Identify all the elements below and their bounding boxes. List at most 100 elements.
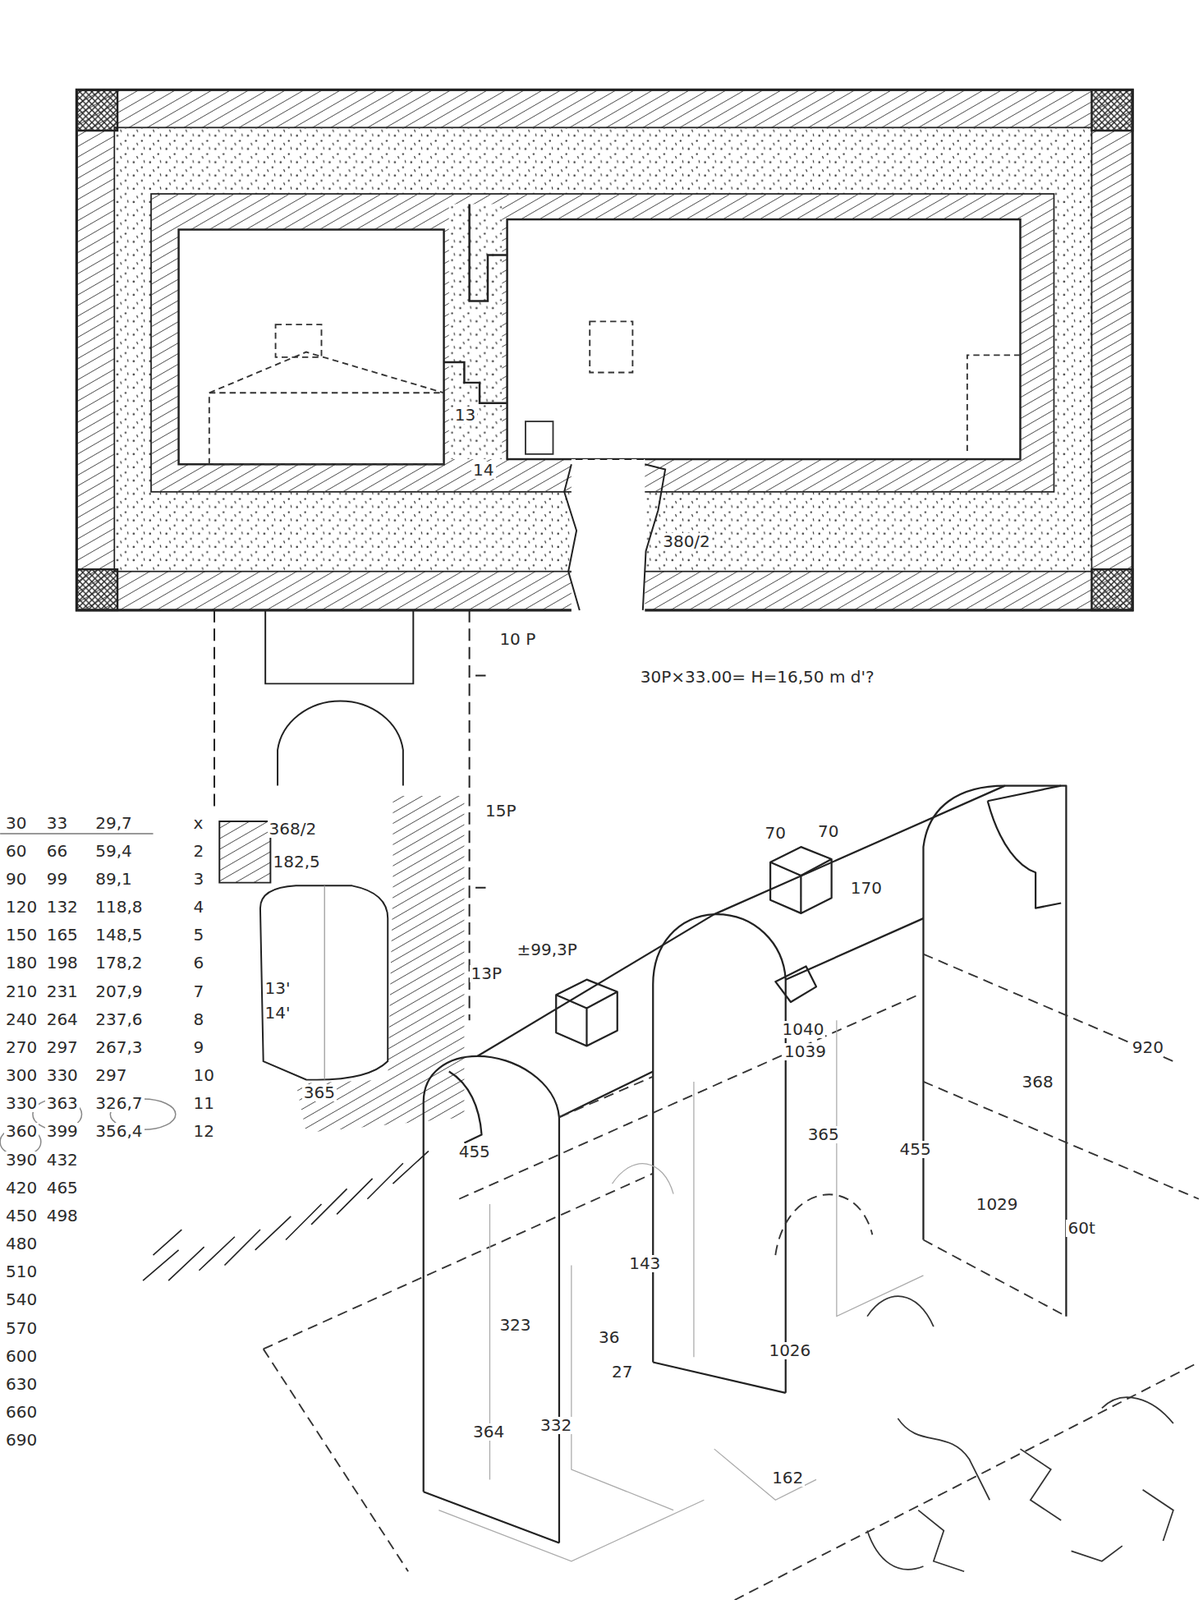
dimension-label: 89,1 <box>93 870 134 888</box>
vault-isometric-part <box>423 1056 560 1543</box>
construction-lines-part <box>693 1081 694 1357</box>
dimension-label: 332 <box>538 1416 574 1434</box>
rubble-sketch-part <box>918 1510 965 1572</box>
vault-isometric-part <box>714 785 1006 915</box>
plan-walls-part <box>564 463 666 611</box>
plan-hidden-features-part <box>525 421 554 455</box>
dimension-label: 540 <box>4 1290 39 1309</box>
plan-walls-part <box>550 458 666 460</box>
dimension-label: 364 <box>471 1423 506 1441</box>
tower-section-part <box>0 832 153 834</box>
vault-isometric-part <box>775 966 817 1002</box>
dimension-label: 118,8 <box>93 898 144 916</box>
construction-lines-part <box>612 1163 675 1194</box>
dimension-label: 11 <box>192 1094 216 1112</box>
tower-section-part <box>260 885 388 1080</box>
plan-walls-part <box>179 229 445 465</box>
vault-isometric-part <box>785 918 924 980</box>
construction-lines-part <box>714 1448 817 1500</box>
dimension-label: 7 <box>192 982 207 1001</box>
dimension-label: 1040 <box>780 1020 827 1038</box>
plan-hidden-features-part <box>967 354 1021 455</box>
vault-hidden-lines-part <box>263 1173 654 1350</box>
dimension-label: 59,4 <box>93 842 134 860</box>
dimension-label: x <box>192 814 206 832</box>
rubble-sketch-part <box>867 1530 923 1570</box>
dimension-label: 10 P <box>497 630 538 648</box>
dimension-label: 132 <box>45 898 80 916</box>
dimension-label: 182,5 <box>271 853 322 871</box>
tower-section-part <box>468 610 471 1020</box>
plan-hidden-features-part <box>275 324 322 358</box>
dimension-label: 326,7 <box>93 1094 144 1112</box>
rubble-sketch-part <box>1101 1396 1174 1424</box>
dimension-label: 1026 <box>766 1341 813 1360</box>
dimension-label: 570 <box>4 1319 39 1337</box>
dimension-label: 150 <box>4 926 39 944</box>
tower-section-part <box>324 885 326 1080</box>
dimension-label: 390 <box>4 1151 39 1169</box>
dimension-label: 399 <box>45 1122 80 1140</box>
dimension-label: 3 <box>192 870 207 888</box>
dimension-label: 231 <box>45 982 80 1001</box>
dimension-label: 27 <box>610 1363 634 1381</box>
dimension-label: 368 <box>1020 1073 1056 1091</box>
tower-section-part <box>219 821 271 883</box>
vault-hidden-lines <box>263 954 1199 1600</box>
dimension-label: 360 <box>4 1122 39 1140</box>
plan-walls-part <box>571 459 645 612</box>
vault-isometric-part <box>559 1070 653 1117</box>
dimension-label: 368/2 <box>267 820 319 838</box>
tower-section-part <box>265 610 414 684</box>
dimension-label: 15P <box>483 802 519 820</box>
vault-isometric-part <box>987 785 1061 802</box>
dimension-label: 264 <box>45 1010 80 1029</box>
construction-lines-part <box>438 1499 704 1562</box>
dimension-label: 99 <box>45 870 69 888</box>
dimension-label: 330 <box>4 1094 39 1112</box>
dimension-label: 455 <box>897 1140 933 1158</box>
vault-hidden-lines-part <box>559 1076 653 1118</box>
dimension-label: 465 <box>45 1179 80 1197</box>
dimension-label: 180 <box>4 954 39 972</box>
plan-walls-part <box>444 362 508 404</box>
dimension-label: 1029 <box>974 1195 1020 1213</box>
dimension-label: 30P×33.00= H=16,50 m d'? <box>638 668 877 686</box>
tower-section-part <box>277 700 404 786</box>
dimension-label: 162 <box>770 1469 805 1487</box>
vault-isometric <box>423 785 1067 1543</box>
dimension-label: 365 <box>806 1125 841 1144</box>
dimension-label: 90 <box>4 870 28 888</box>
dimension-label: 5 <box>192 926 207 944</box>
dimension-label: 6 <box>192 954 207 972</box>
construction-lines-part <box>571 1265 674 1511</box>
plan-walls-part <box>1091 89 1133 131</box>
dimension-label: 480 <box>4 1235 39 1253</box>
construction-lines <box>438 1019 923 1561</box>
dimension-label: 210 <box>4 982 39 1001</box>
dimension-label: 9 <box>192 1038 207 1057</box>
plan-walls-part <box>76 89 118 131</box>
dimension-label: 450 <box>4 1207 39 1225</box>
vault-isometric-part <box>922 785 1066 1317</box>
vault-isometric-part <box>652 913 786 1393</box>
dimension-label: 8 <box>192 1010 207 1029</box>
dimension-label: 270 <box>4 1038 39 1057</box>
rubble-sketch-part <box>1071 1545 1123 1562</box>
dimension-label: 297 <box>93 1066 129 1084</box>
tower-section-part <box>475 674 486 887</box>
tower-section-part <box>213 610 216 807</box>
dimension-label: 13P <box>469 964 505 983</box>
vault-isometric-part <box>477 913 715 1057</box>
plan-hidden-features-part <box>209 392 445 464</box>
dimension-label: 600 <box>4 1347 39 1365</box>
dimension-label: 30 <box>4 814 28 832</box>
vault-isometric-part <box>652 1362 786 1393</box>
dimension-label: 920 <box>1130 1038 1166 1057</box>
dimension-label: 13 <box>453 406 478 424</box>
dimension-label: 143 <box>627 1254 662 1272</box>
dimension-label: 432 <box>45 1151 80 1169</box>
dimension-label: 70 <box>762 824 787 842</box>
dimension-label: 455 <box>457 1143 492 1161</box>
dimension-label: 380/2 <box>661 532 712 551</box>
